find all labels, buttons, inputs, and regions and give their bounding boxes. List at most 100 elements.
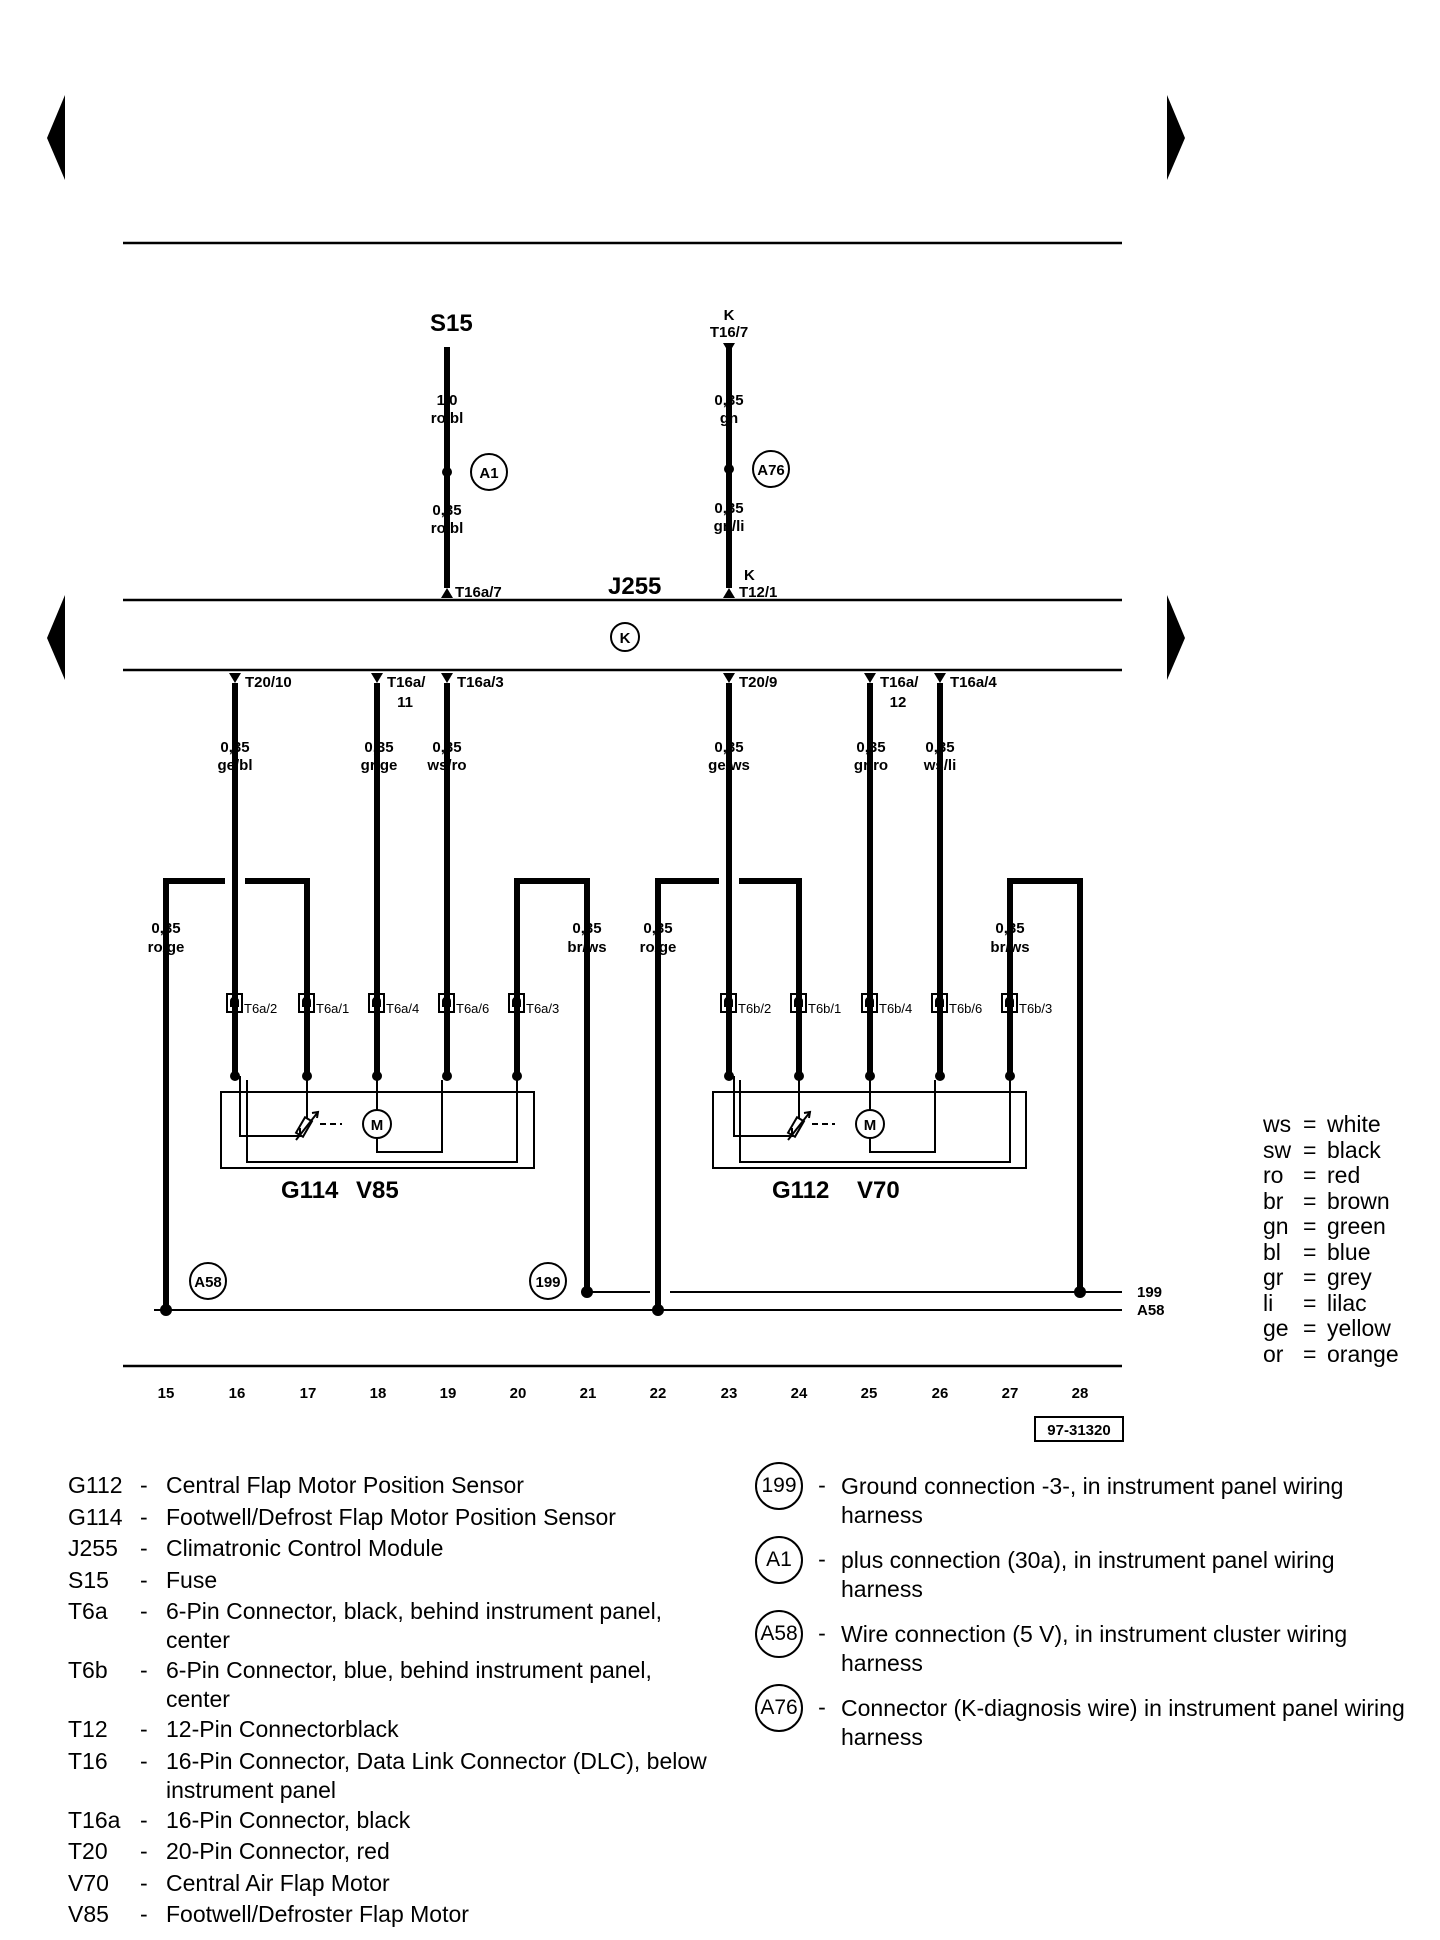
t16a4-pin-icon [934, 673, 946, 683]
dash: - [140, 1657, 148, 1683]
t16a11-label-b: 11 [397, 694, 413, 711]
wire-15-17-loop [163, 878, 225, 1310]
equals-sign: = [1303, 1162, 1317, 1188]
s15-upper-color: ro/bl [431, 410, 464, 427]
component-code: T6b [68, 1657, 108, 1683]
dash: - [818, 1472, 826, 1498]
component-legend-item: T12-12-Pin Connectorblack [68, 1714, 718, 1746]
dash: - [140, 1838, 148, 1864]
k-lower-gauge: 0,35 [714, 500, 743, 517]
wiring-diagram: S15 1,0 ro/bl 0,35 ro/bl A1 T16a/7 K T16… [47, 95, 1185, 1442]
component-desc: Central Flap Motor Position Sensor [166, 1472, 524, 1498]
equals-sign: = [1303, 1315, 1317, 1341]
s15-lower-gauge: 0,35 [432, 502, 461, 519]
component-desc: Climatronic Control Module [166, 1535, 444, 1561]
joint-22 [652, 1304, 664, 1316]
t16a12-pin-icon [864, 673, 876, 683]
color-code: ws [1263, 1111, 1292, 1137]
wire-18-color: gr/ge [361, 757, 398, 774]
dash: - [140, 1472, 148, 1498]
component-code: S15 [68, 1566, 109, 1593]
track-number: 20 [510, 1385, 527, 1402]
equals-sign: = [1303, 1238, 1317, 1265]
a76-circle-label: A76 [757, 462, 785, 479]
doc-number-box [1034, 1416, 1124, 1442]
wire-27-28-loop [1007, 878, 1083, 1292]
connection-desc: Wire connection (5 V), in instrument clu… [841, 1621, 1348, 1676]
color-code: gr [1263, 1264, 1284, 1290]
a76-circle [752, 450, 790, 488]
wire-25-color: gr/ro [854, 757, 888, 774]
component-code: V85 [68, 1901, 109, 1927]
color-legend-item: ge=yellow [1263, 1315, 1399, 1342]
page-back-arrow-icon[interactable] [47, 95, 65, 180]
a58-circle [189, 1262, 227, 1300]
color-legend-item: ws=white [1263, 1111, 1399, 1138]
connection-desc: plus connection (30a), in instrument pan… [841, 1547, 1335, 1602]
connection-legend-item: 199-Ground connection -3-, in instrument… [755, 1462, 1415, 1530]
t6a6-connector [438, 993, 455, 1013]
equals-sign: = [1303, 1289, 1317, 1316]
g112-label: G112 [772, 1177, 829, 1204]
t16a4-label: T16a/4 [950, 674, 997, 691]
color-legend-item: gn=green [1263, 1213, 1399, 1240]
track-number: 27 [1002, 1385, 1019, 1402]
t6b6-label: T6b/6 [949, 1001, 982, 1016]
equals-sign: = [1303, 1136, 1317, 1163]
wire-27-gauge: 0,35 [995, 920, 1024, 937]
component-code: T16a [68, 1806, 121, 1833]
t6a4-connector [368, 993, 385, 1013]
component-desc: Central Air Flap Motor [166, 1869, 390, 1896]
component-legend-item: T6b-6-Pin Connector, blue, behind instru… [68, 1655, 718, 1714]
component-desc: Fuse [166, 1566, 218, 1593]
track-number: 22 [650, 1385, 667, 1402]
g114-label: G114 [281, 1177, 339, 1204]
t20-10-label: T20/10 [245, 674, 292, 691]
track-number: 23 [721, 1385, 738, 1402]
color-name: brown [1327, 1187, 1390, 1214]
track-number: 26 [932, 1385, 949, 1402]
dash: - [140, 1747, 148, 1774]
wire-17-loop [245, 878, 310, 1076]
track-number: 28 [1072, 1385, 1089, 1402]
color-name: orange [1327, 1340, 1399, 1367]
connection-desc: Ground connection -3-, in instrument pan… [841, 1473, 1344, 1528]
c199-circle [529, 1262, 567, 1300]
k-mid-label: K [744, 567, 755, 584]
component-legend-item: T20-20-Pin Connector, red [68, 1836, 718, 1868]
t6b3-label: T6b/3 [1019, 1001, 1052, 1016]
track-number: 18 [370, 1385, 387, 1402]
dash: - [140, 1598, 148, 1624]
wire-16-color: ge/bl [217, 757, 252, 774]
t6b1-connector [790, 993, 807, 1013]
k-symbol-circle [610, 622, 640, 652]
wire-23-gauge: 0,35 [714, 739, 743, 756]
color-legend-item: gr=grey [1263, 1264, 1399, 1291]
section-forward-arrow-icon[interactable] [1167, 595, 1185, 680]
component-code: G112 [68, 1472, 123, 1498]
component-desc: 6-Pin Connector, black, behind instrumen… [166, 1598, 663, 1653]
wire-26-color: ws/li [923, 757, 957, 774]
color-legend-item: or=orange [1263, 1340, 1399, 1368]
component-desc: Footwell/Defroster Flap Motor [166, 1901, 469, 1927]
component-desc: 16-Pin Connector, Data Link Connector (D… [166, 1747, 707, 1803]
color-code: br [1263, 1187, 1284, 1214]
section-back-arrow-icon[interactable] [47, 595, 65, 680]
page-forward-arrow-icon[interactable] [1167, 95, 1185, 180]
a76-joint [724, 464, 734, 474]
connection-code-circle: A58 [755, 1610, 803, 1658]
dash: - [140, 1806, 148, 1833]
connection-desc: Connector (K-diagnosis wire) in instrume… [841, 1695, 1405, 1750]
component-code: T12 [68, 1716, 108, 1742]
t6b4-connector [861, 993, 878, 1013]
color-code: bl [1263, 1238, 1281, 1265]
t16a7-label: T16a/7 [455, 584, 502, 601]
t16a11-label-a: T16a/ [387, 674, 426, 691]
color-code: sw [1263, 1136, 1292, 1163]
color-name: blue [1327, 1238, 1371, 1265]
dash: - [818, 1620, 826, 1646]
component-legend-item: T6a-6-Pin Connector, black, behind instr… [68, 1596, 718, 1655]
